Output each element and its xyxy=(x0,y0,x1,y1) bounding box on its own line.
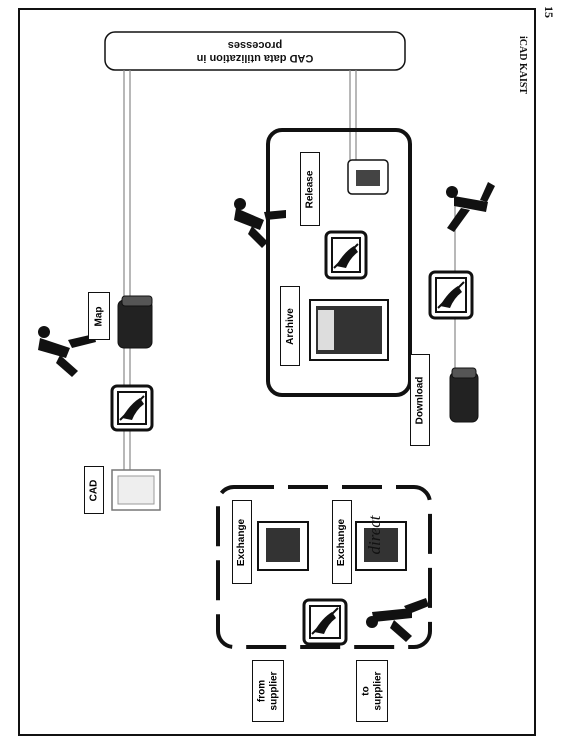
exchange-tag-1: Exchange xyxy=(232,500,252,584)
person-icon xyxy=(234,198,286,248)
footer-logo-text: iCAD KAIST xyxy=(517,36,528,94)
header-line-2: processes xyxy=(228,38,282,51)
direct-label: direct xyxy=(360,500,390,570)
from-supplier-tag: from supplier xyxy=(252,660,284,722)
page-number: 15 xyxy=(541,6,556,18)
workstation-icon xyxy=(326,232,366,278)
printer-icon xyxy=(348,160,388,194)
cad-tag: CAD xyxy=(84,466,104,514)
release-tag: Release xyxy=(300,152,320,226)
workstation-icon xyxy=(304,600,346,644)
cad-monitor-icon xyxy=(112,470,160,510)
header-line-1: CAD data utilization in xyxy=(197,51,314,64)
document-stack-icon xyxy=(450,368,478,422)
person-icon xyxy=(366,598,429,642)
person-icon xyxy=(446,182,495,232)
download-tag: Download xyxy=(410,354,430,446)
workstation-icon xyxy=(430,272,472,318)
archive-cabinet-icon xyxy=(310,300,388,360)
exchange-tag-2: Exchange xyxy=(332,500,352,584)
document-stack-icon xyxy=(118,296,152,348)
map-tag: Map xyxy=(88,292,110,340)
header-title: CAD data utilization in processes xyxy=(105,32,405,70)
workstation-icon xyxy=(112,386,152,430)
archive-tag: Archive xyxy=(280,286,300,366)
to-supplier-tag: to supplier xyxy=(356,660,388,722)
